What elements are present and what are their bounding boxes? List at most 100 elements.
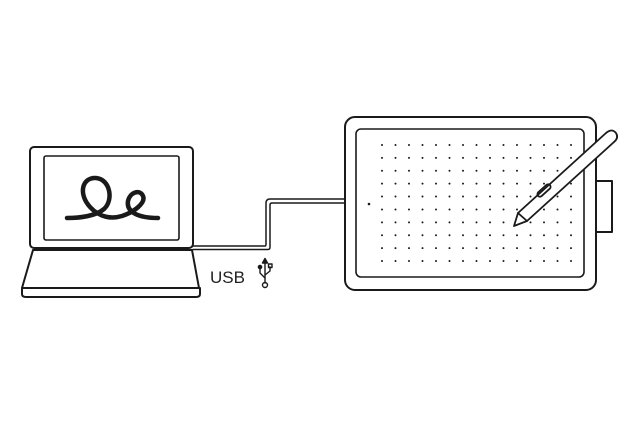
grid-dot (394, 195, 397, 198)
grid-dot (381, 247, 383, 250)
grid-dot (516, 182, 518, 185)
laptop-base (21, 249, 200, 289)
grid-dot (516, 208, 518, 211)
grid-dot (435, 156, 437, 159)
grid-dot (421, 234, 424, 237)
grid-dot (435, 247, 437, 250)
grid-dot (435, 260, 437, 262)
grid-dot (462, 260, 464, 262)
grid-dot (570, 195, 572, 198)
grid-dot (462, 182, 464, 185)
grid-dot (489, 208, 491, 211)
grid-dot (570, 247, 572, 250)
tablet-dot-grid (381, 144, 572, 262)
grid-dot (421, 247, 424, 250)
grid-dot (462, 208, 464, 211)
pen-side-switch (536, 183, 552, 198)
grid-dot (462, 247, 464, 250)
grid-dot (556, 247, 559, 250)
grid-dot (475, 234, 478, 237)
grid-dot (408, 208, 410, 211)
grid-dot (570, 144, 572, 146)
grid-dot (475, 156, 478, 159)
grid-dot (516, 144, 518, 146)
grid-dot (556, 260, 559, 262)
grid-dot (570, 208, 572, 211)
grid-dot (381, 208, 383, 211)
grid-dot (475, 221, 478, 224)
grid-dot (448, 156, 451, 159)
grid-dot (529, 234, 532, 237)
grid-dot (489, 247, 491, 250)
grid-dot (543, 169, 545, 172)
grid-dot (448, 208, 451, 211)
usb-cable (192, 198, 346, 251)
grid-dot (516, 234, 518, 237)
grid-dot (502, 247, 505, 250)
laptop-screen-frame (29, 146, 194, 249)
grid-dot (435, 169, 437, 172)
grid-dot (394, 234, 397, 237)
grid-dot (529, 169, 532, 172)
usb-icon (257, 257, 273, 289)
grid-dot (475, 195, 478, 198)
grid-dot (516, 195, 518, 198)
grid-dot (448, 182, 451, 185)
grid-dot (502, 260, 505, 262)
grid-dot (408, 221, 410, 224)
grid-dot (543, 208, 545, 211)
grid-dot (448, 234, 451, 237)
grid-dot (408, 156, 410, 159)
grid-dot (489, 221, 491, 224)
grid-dot (421, 182, 424, 185)
tablet-active-area (355, 128, 585, 278)
pen-tablet (344, 116, 613, 291)
stylus-pen (513, 129, 619, 227)
grid-dot (394, 260, 397, 262)
grid-dot (381, 169, 383, 172)
grid-dot (529, 182, 532, 185)
usb-label: USB (210, 268, 245, 287)
grid-dot (489, 195, 491, 198)
grid-dot (529, 260, 532, 262)
grid-dot (529, 195, 532, 198)
grid-dot (516, 247, 518, 250)
grid-dot (475, 247, 478, 250)
grid-dot (394, 221, 397, 224)
grid-dot (394, 169, 397, 172)
grid-dot (489, 234, 491, 237)
laptop-screen (43, 155, 180, 241)
grid-dot (408, 144, 410, 146)
grid-dot (516, 260, 518, 262)
grid-dot (394, 156, 397, 159)
grid-dot (462, 195, 464, 198)
grid-dot (462, 144, 464, 146)
grid-dot (408, 234, 410, 237)
grid-dot (489, 182, 491, 185)
grid-dot (556, 234, 559, 237)
grid-dot (529, 247, 532, 250)
laptop-base-bottom (21, 287, 201, 298)
grid-dot (448, 221, 451, 224)
grid-dot (408, 169, 410, 172)
grid-dot (381, 260, 383, 262)
grid-dot (502, 156, 505, 159)
grid-dot (556, 144, 559, 146)
grid-dot (381, 221, 383, 224)
grid-dot (570, 260, 572, 262)
grid-dot (489, 144, 491, 146)
grid-dot (448, 169, 451, 172)
laptop (21, 146, 201, 298)
grid-dot (435, 234, 437, 237)
grid-dot (570, 156, 572, 159)
grid-dot (475, 260, 478, 262)
grid-dot (556, 208, 559, 211)
grid-dot (421, 221, 424, 224)
grid-dot (394, 247, 397, 250)
grid-dot (381, 156, 383, 159)
grid-dot (556, 221, 559, 224)
grid-dot (421, 260, 424, 262)
tablet-body (344, 116, 597, 291)
grid-dot (502, 195, 505, 198)
grid-dot (529, 156, 532, 159)
